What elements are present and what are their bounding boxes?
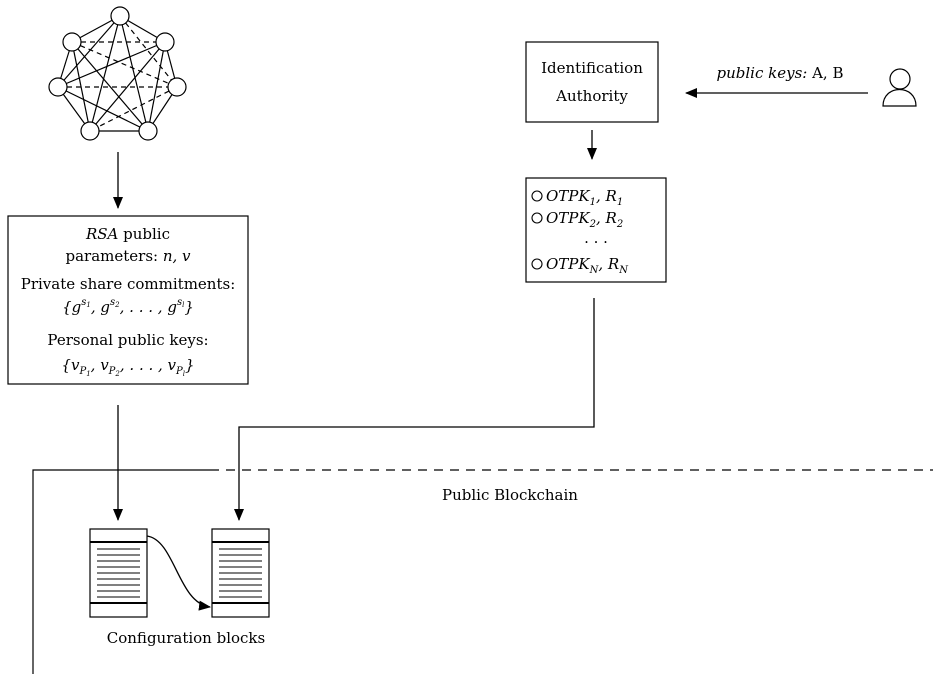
otpk-box: OTPK1, R1 OTPK2, R2 . . . OTPKN, RN (525, 177, 667, 283)
otpk-bullet-icon (531, 258, 543, 270)
commitments-set: {gs1, gs2, . . . , gsl} (62, 297, 194, 316)
arrow-otpk-to-block (234, 298, 595, 521)
config-block (211, 528, 270, 618)
otpk-bullet-icon (531, 212, 543, 224)
otpk-row-1: OTPK1, R1 (546, 187, 623, 208)
otpk-row: OTPKN, RN (531, 255, 629, 276)
otpk-row-n: OTPKN, RN (546, 255, 629, 276)
parameters-text: parameters: (65, 247, 162, 265)
config-block (89, 528, 148, 618)
identification-authority-box: Identification Authority (525, 41, 659, 123)
otpk-bullet-icon (531, 190, 543, 202)
public-keys-label: Personal public keys: (47, 331, 208, 349)
otpk-row: OTPK2, R2 (531, 209, 623, 230)
network-node (62, 32, 82, 52)
ia-line1: Identification (541, 59, 643, 77)
public-keys-set: {vP1, vP2, . . . , vPl} (61, 356, 194, 378)
blockchain-boundary-solid (32, 469, 210, 674)
blockchain-label: Public Blockchain (442, 486, 578, 504)
blocks-label: Configuration blocks (107, 629, 265, 647)
block-chain-link (146, 535, 211, 611)
parameters-vars: n, v (163, 247, 191, 265)
network-node (167, 77, 187, 97)
svg-text:RSA public: RSA public (85, 225, 170, 243)
network-node (80, 121, 100, 141)
rsa-public-text: public (118, 225, 170, 243)
network-node (138, 121, 158, 141)
network-node (48, 77, 68, 97)
otpk-row: OTPK1, R1 (531, 187, 623, 208)
network-node (110, 6, 130, 26)
ia-line2: Authority (555, 87, 628, 105)
otpk-row-2: OTPK2, R2 (546, 209, 623, 230)
rsa-parameters-box: RSA public parameters: n, v Private shar… (7, 215, 249, 385)
network-node (155, 32, 175, 52)
svg-text:parameters: n, v: parameters: n, v (65, 247, 191, 265)
commitments-label: Private share commitments: (21, 275, 236, 293)
user-icon (882, 68, 917, 107)
network-graph (48, 6, 187, 141)
user-public-keys-label: public keys: A, B (717, 64, 844, 82)
rsa-label: RSA (85, 225, 119, 243)
otpk-ellipsis: . . . (584, 229, 608, 247)
